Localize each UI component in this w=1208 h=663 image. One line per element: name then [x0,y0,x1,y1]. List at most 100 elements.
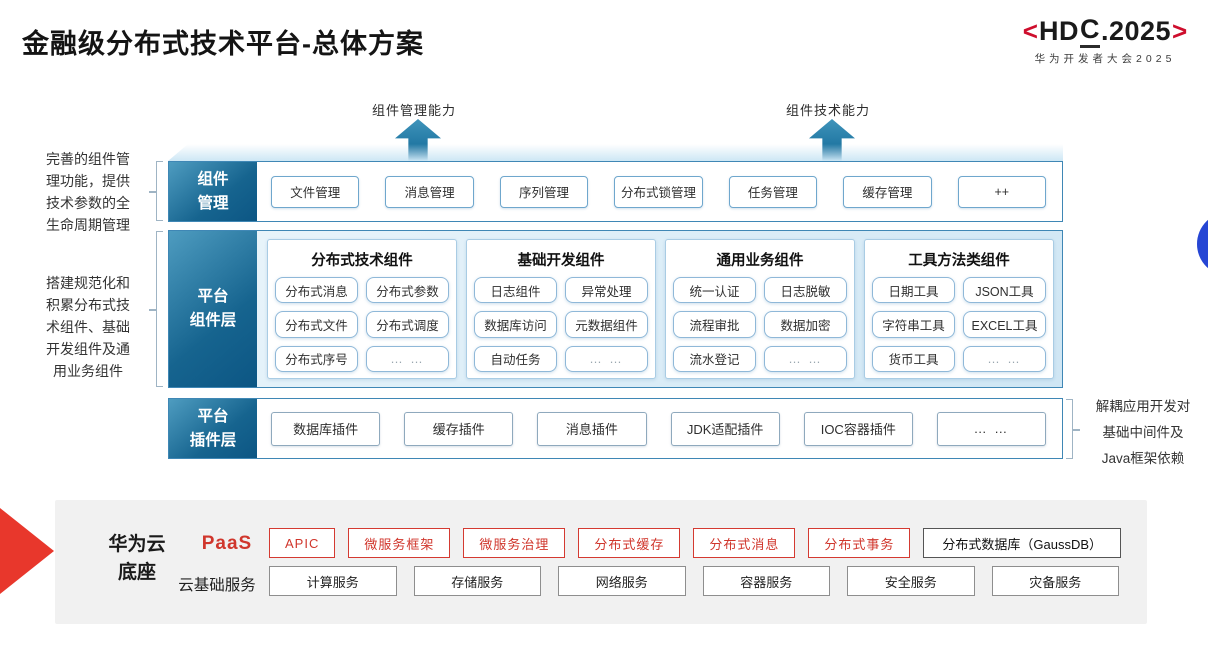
note-decoupling: 解耦应用开发对 基础中间件及 Java框架依赖 [1082,394,1204,472]
iaas-chip: 存储服务 [413,566,541,596]
foundation-label-line: 华为云 [108,534,166,555]
bracket-left-management [149,161,163,221]
component-chip: 日期工具 [872,277,955,304]
component-chip: 分布式参数 [366,277,449,304]
paas-chip: 微服务框架 [348,528,451,558]
note-line: 完善的组件管 [46,151,130,167]
paas-chip: 分布式缓存 [578,528,681,558]
red-arrow-icon [0,508,54,594]
group-grid: 统一认证 日志脱敏 流程审批 数据加密 流水登记 … … [673,277,847,372]
layer-label-component-management: 组件 管理 [169,162,257,221]
layer-label-line: 组件层 [189,312,237,329]
note-platform-components: 搭建规范化和 积累分布式技 术组件、基础 开发组件及通 用业务组件 [28,272,148,382]
component-chip: 流程审批 [673,311,756,338]
huawei-cloud-foundation: 华为云 底座 PaaS APIC 微服务框架 微服务治理 分布式缓存 分布式消息… [55,500,1147,624]
plugin-chip: 数据库插件 [271,411,381,446]
component-chip: 流水登记 [673,345,756,372]
component-chip: 字符串工具 [872,311,955,338]
logo-text-hd: HD [1038,15,1079,46]
note-line: 搭建规范化和 [46,275,130,291]
group-common-business: 通用业务组件 统一认证 日志脱敏 流程审批 数据加密 流水登记 … … [665,239,855,379]
iaas-chip: 网络服务 [558,566,686,596]
plugin-chip-ellipsis: … … [936,411,1047,446]
page-title: 金融级分布式技术平台-总体方案 [22,29,424,59]
layer-label-line: 平台 [197,288,229,305]
component-chip: 日志组件 [474,277,557,304]
component-chip: 自动任务 [474,345,557,372]
component-chip: 分布式序号 [275,345,358,372]
iaas-chip: 容器服务 [702,566,830,596]
plugin-chip: 消息插件 [537,411,647,446]
component-chip: 分布式消息 [275,277,358,304]
note-line: 术组件、基础 [46,319,130,335]
foundation-label-line: 底座 [117,562,156,583]
layer-platform-plugins: 平台 插件层 数据库插件 缓存插件 消息插件 JDK适配插件 IOC容器插件 …… [168,398,1063,459]
layer-label-platform-components: 平台 组件层 [169,231,257,387]
component-chip: 数据加密 [764,311,847,338]
iaas-label: 云基础服务 [178,577,256,594]
group-title: 通用业务组件 [716,253,804,269]
logo-open-bracket: < [1022,15,1038,46]
perspective-strip [168,144,1063,161]
component-chip: 分布式调度 [366,311,449,338]
plugin-items: 数据库插件 缓存插件 消息插件 JDK适配插件 IOC容器插件 … … [271,399,1047,458]
iaas-services: 计算服务 存储服务 网络服务 容器服务 安全服务 灾备服务 [269,566,1119,596]
note-line: 生命周期管理 [46,217,130,233]
paas-chip: 微服务治理 [463,528,566,558]
plugin-chip: JDK适配插件 [670,411,780,446]
gaussdb-chip: 分布式数据库（GaussDB） [923,528,1122,558]
component-chip: 分布式文件 [275,311,358,338]
component-chip: 数据库访问 [474,311,557,338]
logo-subtitle: 华为开发者大会2025 [1034,53,1176,65]
note-line: 理功能，提供 [46,173,130,189]
note-line: 解耦应用开发对 [1095,399,1191,414]
component-groups: 分布式技术组件 分布式消息 分布式参数 分布式文件 分布式调度 分布式序号 … … [267,239,1054,379]
plugin-chip: 缓存插件 [404,411,514,446]
layer-platform-components: 平台 组件层 分布式技术组件 分布式消息 分布式参数 分布式文件 分布式调度 分… [168,230,1063,388]
note-line: 积累分布式技 [46,297,130,313]
iaas-chip: 计算服务 [269,566,397,596]
foundation-label: 华为云 底座 [81,531,193,587]
component-chip: EXCEL工具 [963,311,1046,338]
group-title: 分布式技术组件 [311,253,413,269]
paas-chip: 分布式消息 [693,528,796,558]
logo-text-year: .2025 [1100,15,1172,46]
component-chip: 日志脱敏 [764,277,847,304]
management-chip: 缓存管理 [843,175,932,208]
component-chip: 货币工具 [872,345,955,372]
component-chip: 统一认证 [673,277,756,304]
group-title: 工具方法类组件 [908,253,1010,269]
component-chip: 元数据组件 [565,311,648,338]
paas-chip: 分布式事务 [808,528,911,558]
hdc-2025-logo: < HD C .2025 > 华为开发者大会2025 [1005,14,1205,66]
management-items: 文件管理 消息管理 序列管理 分布式锁管理 任务管理 缓存管理 ++ [271,162,1046,221]
note-line: 基础中间件及 [1102,425,1184,440]
capability-label-technology: 组件技术能力 [786,103,871,118]
layer-component-management: 组件 管理 文件管理 消息管理 序列管理 分布式锁管理 任务管理 缓存管理 ++ [168,161,1063,222]
management-chip: 任务管理 [728,175,818,208]
layer-label-line: 组件 [197,170,229,188]
note-line: Java框架依赖 [1101,451,1185,466]
blue-circle-decoration [1197,212,1208,276]
component-chip-ellipsis: … … [764,345,847,372]
management-chip: 消息管理 [385,175,474,208]
group-grid: 日期工具 JSON工具 字符串工具 EXCEL工具 货币工具 … … [872,277,1046,372]
group-grid: 日志组件 异常处理 数据库访问 元数据组件 自动任务 … … [474,277,648,372]
logo-close-bracket: > [1172,15,1188,46]
management-chip: ++ [957,175,1046,208]
management-chip: 序列管理 [499,175,589,208]
layer-label-platform-plugins: 平台 插件层 [169,399,257,458]
paas-services: APIC 微服务框架 微服务治理 分布式缓存 分布式消息 分布式事务 分布式数据… [269,528,1122,558]
layer-label-line: 插件层 [189,431,237,449]
group-distributed-tech: 分布式技术组件 分布式消息 分布式参数 分布式文件 分布式调度 分布式序号 … … [267,239,457,379]
capability-label-management: 组件管理能力 [372,103,457,118]
management-chip: 分布式锁管理 [614,175,703,208]
layer-label-line: 平台 [197,407,229,425]
layer-label-line: 管理 [197,194,229,212]
note-component-management: 完善的组件管 理功能，提供 技术参数的全 生命周期管理 [28,148,148,236]
component-chip-ellipsis: … … [366,345,449,372]
iaas-chip: 安全服务 [847,566,975,596]
component-chip-ellipsis: … … [565,345,648,372]
group-title: 基础开发组件 [517,253,605,269]
